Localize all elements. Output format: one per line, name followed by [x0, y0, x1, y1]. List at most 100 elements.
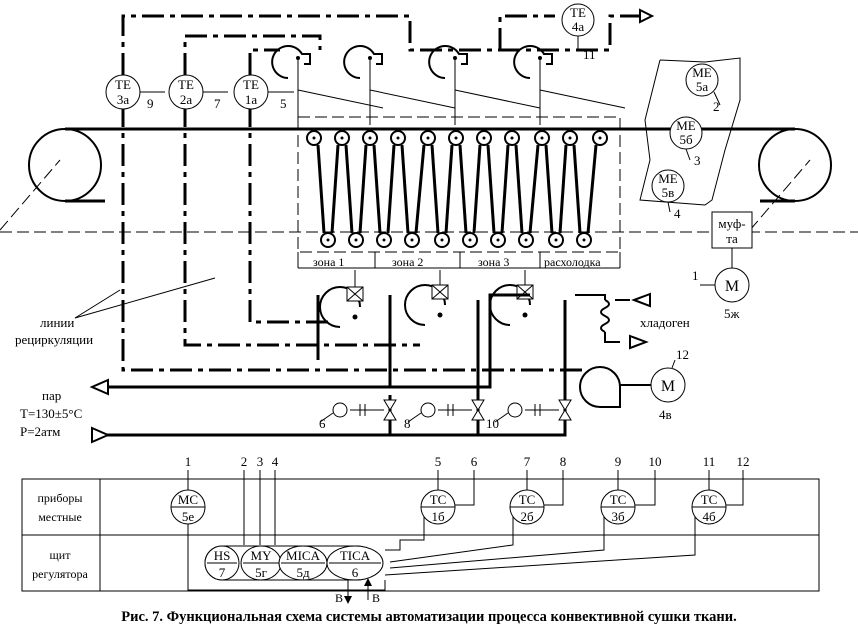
- steam-valve-icon: 8: [404, 399, 485, 431]
- bottom-arrows: В В: [335, 578, 380, 605]
- svg-text:11: 11: [703, 454, 716, 469]
- steam-temperature: T=130±5°C: [20, 406, 82, 421]
- svg-text:2б: 2б: [520, 509, 534, 524]
- recirc-label-line1: линии: [40, 315, 74, 330]
- recirculation-fan-icon: [489, 270, 534, 326]
- dryer-roller-top: [362, 130, 378, 146]
- svg-text:3б: 3б: [611, 509, 625, 524]
- recirculation-fans: [319, 270, 534, 328]
- valve-number: 8: [404, 416, 411, 431]
- svg-text:та: та: [726, 231, 738, 246]
- svg-text:3: 3: [694, 153, 701, 168]
- valve-number: 10: [486, 416, 499, 431]
- top-fan-icon: [271, 45, 384, 125]
- svg-text:10: 10: [649, 454, 662, 469]
- field-instruments: TE 3а 9 TE 2а 7 TE 1а 5 TE 4а 11: [105, 3, 721, 221]
- top-fans: [271, 45, 626, 125]
- local-row-label-1: приборы: [37, 491, 82, 505]
- right-roller: [758, 128, 832, 202]
- dryer-roller-bottom: [518, 232, 534, 248]
- me-5b-instrument: ME 5б 3: [669, 116, 703, 168]
- svg-text:4: 4: [272, 454, 279, 469]
- svg-text:2а: 2а: [180, 92, 193, 107]
- valves: 6 8 10: [319, 399, 572, 431]
- dryer-roller-bottom: [462, 232, 478, 248]
- cooling-fan-motor: M 12 4в: [579, 347, 689, 422]
- dryer-roller-bottom: [548, 232, 564, 248]
- me-5v-instrument: ME 5в 4: [651, 169, 685, 221]
- zone-1-label: зона 1: [313, 255, 344, 269]
- svg-text:ME: ME: [676, 118, 696, 133]
- svg-text:4: 4: [674, 206, 681, 221]
- hs-7-instrument: HS 7: [204, 545, 240, 581]
- coolant-out-arrow-icon: [629, 334, 649, 350]
- svg-text:1б: 1б: [431, 509, 445, 524]
- top-fan-icon: [343, 45, 456, 125]
- panel-row-label-1: щит: [50, 548, 72, 562]
- left-roller: [28, 128, 102, 202]
- svg-text:TE: TE: [115, 77, 131, 92]
- steam-pressure: P=2атм: [20, 424, 60, 439]
- dryer-roller-bottom: [490, 232, 506, 248]
- recirc-pointers: [74, 277, 216, 319]
- svg-text:муф-: муф-: [718, 216, 745, 231]
- svg-text:2: 2: [713, 99, 720, 114]
- svg-text:ME: ME: [658, 171, 678, 186]
- svg-text:5б: 5б: [679, 132, 693, 147]
- svg-text:6: 6: [471, 454, 478, 469]
- dryer-roller-bottom: [404, 232, 420, 248]
- svg-text:5е: 5е: [182, 509, 195, 524]
- svg-text:1: 1: [185, 454, 192, 469]
- svg-text:MICA: MICA: [286, 548, 321, 563]
- svg-text:TC: TC: [519, 492, 536, 507]
- fabric-path: [28, 127, 832, 203]
- dryer-roller-top: [534, 130, 550, 146]
- svg-text:HS: HS: [214, 548, 231, 563]
- svg-text:5в: 5в: [662, 185, 675, 200]
- local-row-label-2: местные: [38, 510, 82, 524]
- steam-label: пар: [42, 388, 61, 403]
- dryer-roller-bottom: [348, 232, 364, 248]
- instrument-table: приборы местные щит регулятора: [21, 478, 820, 592]
- steam-inlet-arrow-icon: [91, 426, 111, 444]
- svg-text:5д: 5д: [296, 565, 310, 580]
- svg-text:3а: 3а: [117, 92, 130, 107]
- valve-number: 6: [319, 416, 326, 431]
- coolant-loop: хладоген: [575, 292, 690, 350]
- clutch-box: [711, 211, 753, 249]
- svg-text:M: M: [661, 378, 675, 395]
- svg-text:5: 5: [435, 454, 442, 469]
- svg-text:1: 1: [692, 268, 699, 283]
- te-1a-instrument: TE 1а 5: [233, 74, 294, 111]
- zone-2-label: зона 2: [392, 255, 423, 269]
- svg-text:M: M: [725, 278, 739, 295]
- dryer-roller-top: [306, 130, 322, 146]
- svg-text:5: 5: [280, 96, 287, 111]
- dryer-roller-bottom: [320, 232, 336, 248]
- svg-text:TE: TE: [570, 5, 586, 20]
- svg-text:TC: TC: [701, 492, 718, 507]
- my-5g-instrument: MY 5г: [240, 545, 282, 581]
- motor-4v: [650, 367, 686, 403]
- svg-text:5г: 5г: [255, 565, 267, 580]
- mica-5d-instrument: MICA 5д: [278, 545, 328, 581]
- dryer-roller-top: [592, 130, 608, 146]
- svg-text:12: 12: [737, 454, 750, 469]
- svg-text:11: 11: [583, 47, 596, 62]
- svg-text:9: 9: [147, 96, 154, 111]
- svg-text:4а: 4а: [572, 19, 585, 34]
- svg-text:7: 7: [214, 96, 221, 111]
- svg-text:5ж: 5ж: [724, 306, 741, 321]
- svg-text:1а: 1а: [245, 92, 258, 107]
- top-fan-icon: [428, 45, 541, 125]
- svg-text:7: 7: [524, 454, 531, 469]
- svg-text:8: 8: [560, 454, 567, 469]
- cooling-zone-label: расхолодка: [544, 255, 601, 269]
- b-letter-1: В: [335, 591, 343, 605]
- steam-outlet-arrow-icon: [89, 378, 109, 396]
